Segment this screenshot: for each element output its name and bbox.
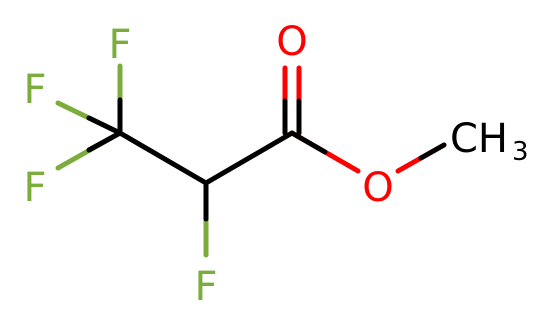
methyl-ch: CH	[450, 116, 508, 162]
fluorine-atom-lowerleft: F	[23, 165, 46, 211]
fluorine-atom-bottom: F	[194, 264, 217, 310]
bond-c1-f-left-c	[86, 115, 123, 136]
fluorine-atom-left: F	[23, 67, 46, 113]
oxygen-atom-ester: O	[362, 165, 393, 211]
bond-c1-f-lowerleft-c	[86, 130, 123, 153]
methyl-subscript: 3	[512, 137, 529, 167]
oxygen-atom-carbonyl: O	[276, 19, 307, 65]
bonds-group	[55, 63, 447, 258]
bond-c1-c2	[117, 130, 209, 186]
bond-c3-o-ester-c	[289, 130, 328, 155]
bond-c2-c3	[203, 130, 295, 186]
fluorine-atom-top: F	[108, 22, 131, 68]
bond-o-ch3-c	[418, 142, 447, 161]
methyl-group-label: CH 3	[450, 116, 529, 167]
atom-labels: F F F F O O CH 3	[23, 19, 528, 310]
